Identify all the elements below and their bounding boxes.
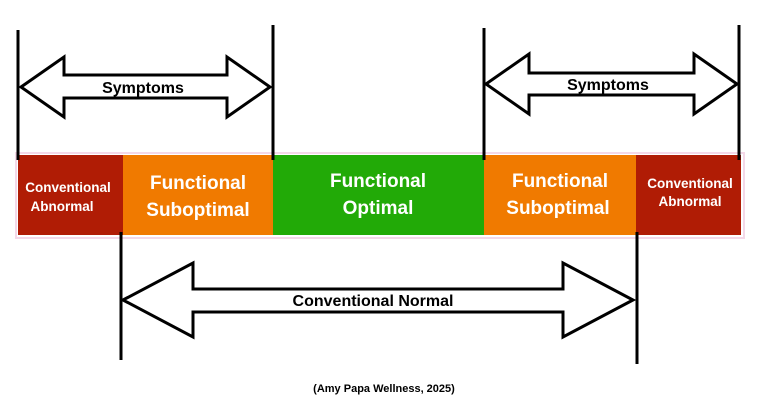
conventional-normal-arrow bbox=[119, 260, 637, 340]
label-functional-suboptimal-left-line1: Functional bbox=[150, 173, 246, 194]
symptoms-arrow-left bbox=[18, 54, 273, 120]
segment-functional-suboptimal-right bbox=[484, 155, 636, 235]
label-functional-suboptimal-left-line2: Suboptimal bbox=[146, 200, 249, 221]
symptoms-arrow-right bbox=[483, 51, 740, 117]
label-functional-suboptimal-right-line1: Functional bbox=[512, 171, 608, 192]
label-functional-suboptimal-right-line2: Suboptimal bbox=[506, 198, 609, 219]
symptoms-label-right: Symptoms bbox=[567, 77, 649, 94]
source-caption: (Amy Papa Wellness, 2025) bbox=[313, 383, 455, 395]
label-conventional-abnormal-right-line2: Abnormal bbox=[658, 194, 721, 209]
label-conventional-abnormal-left-line2: Abnormal bbox=[30, 199, 93, 214]
segment-functional-suboptimal-left bbox=[123, 155, 273, 235]
bar-frame bbox=[15, 152, 745, 239]
label-conventional-abnormal-left-line1: Conventional bbox=[25, 180, 111, 195]
label-functional-optimal-line2: Optimal bbox=[343, 198, 414, 219]
label-functional-optimal-line1: Functional bbox=[330, 171, 426, 192]
segment-conventional-abnormal-left bbox=[18, 155, 123, 235]
segment-conventional-abnormal-right bbox=[636, 155, 741, 235]
symptoms-label-left: Symptoms bbox=[102, 80, 184, 97]
segment-functional-optimal bbox=[273, 155, 484, 235]
label-conventional-abnormal-right-line1: Conventional bbox=[647, 176, 733, 191]
conventional-normal-label: Conventional Normal bbox=[293, 293, 454, 310]
